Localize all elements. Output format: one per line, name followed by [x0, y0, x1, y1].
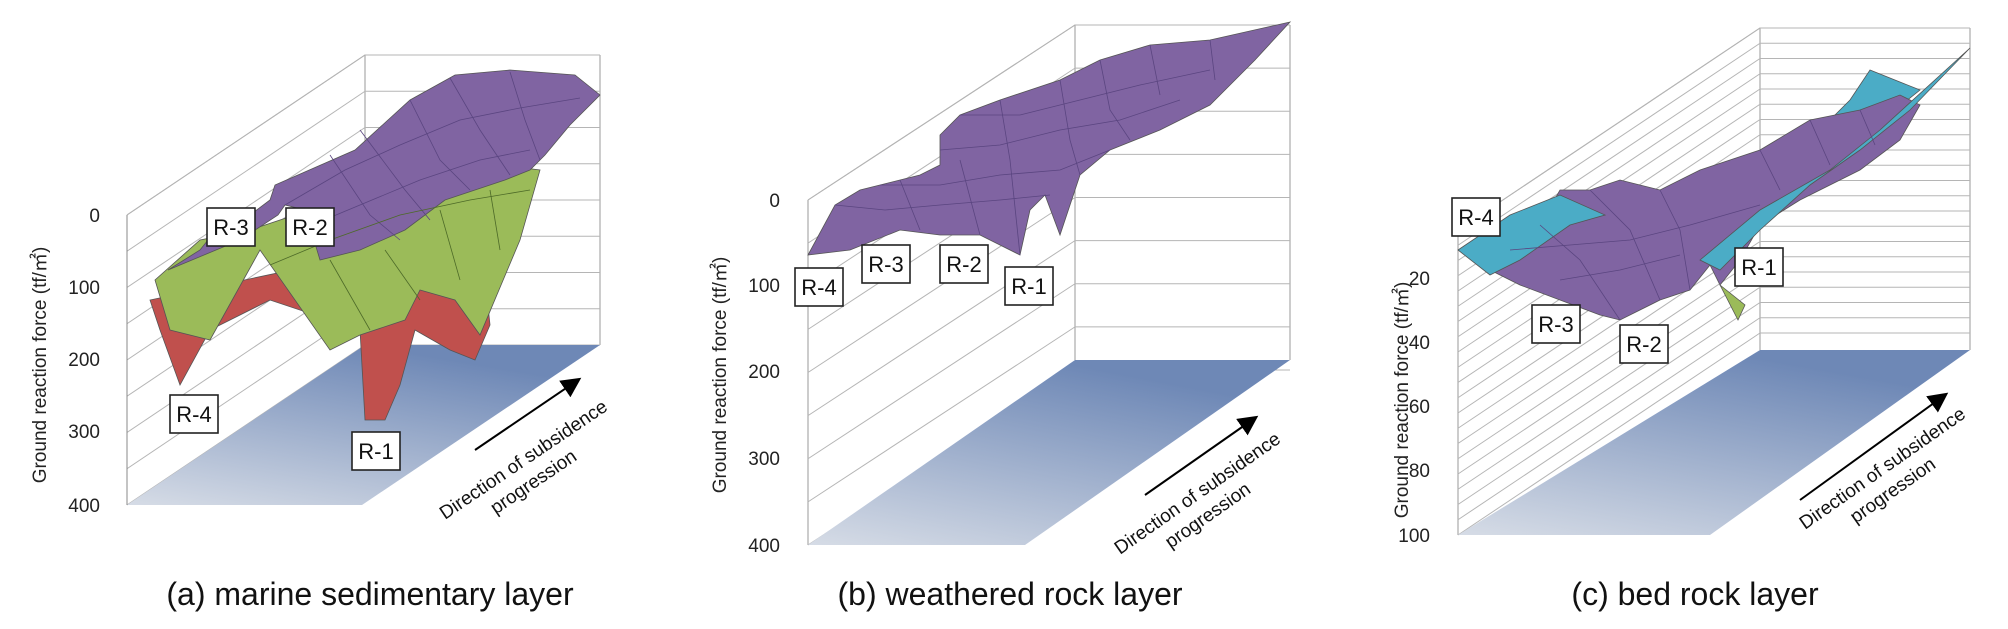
chart-b-label-r4: R-4 [801, 275, 836, 300]
chart-a-yticks: 0 100 200 300 400 [68, 206, 100, 517]
chart-b-floor [808, 360, 1290, 545]
chart-c-surface [1457, 47, 1971, 321]
chart-a-ytick-2: 200 [68, 350, 100, 371]
gridC-line [1457, 302, 1761, 505]
gridC-line [1457, 271, 1761, 475]
gridC-line [1457, 42, 1761, 246]
chart-b-ytick-1: 100 [748, 276, 780, 297]
chart-c-teal-left [1457, 194, 1607, 276]
chart-b-mesh [834, 39, 1216, 256]
chart-a-direction-arrow [474, 377, 582, 451]
chart-c-yticks: 20 40 60 80 100 [1398, 269, 1430, 547]
chart-a-ytick-3: 300 [68, 422, 100, 443]
chart-b-yticks: 0 100 200 300 400 [748, 191, 780, 557]
chart-c-green-spot [1719, 284, 1746, 321]
chart-c-floor [1458, 350, 1970, 535]
chart-c-direction-arrow [1799, 392, 1949, 501]
chart-b-surface [807, 21, 1292, 256]
gridC-line [1457, 286, 1761, 490]
chart-b-direction-arrow [1144, 415, 1259, 496]
gridB-line [807, 197, 1076, 373]
chart-b-labels: R-4 R-3 R-2 R-1 [794, 244, 1054, 307]
chart-c-teal-right [1699, 47, 1971, 271]
chart-c-ytick-20: 20 [1409, 269, 1430, 290]
chart-a-ytick-4: 400 [68, 496, 100, 517]
chart-c-labels: R-4 R-3 R-2 R-1 [1451, 197, 1784, 364]
chart-b-purple-layer [807, 21, 1292, 256]
chart-b: 0 100 200 300 400 Ground reaction force … [708, 21, 1292, 612]
gridC-line [1457, 256, 1761, 460]
chart-b-ylabel: Ground reaction force (tf/㎡) [708, 257, 731, 494]
chart-a-ylabel: Ground reaction force (tf/㎡) [28, 247, 51, 484]
chart-a-ytick-1: 100 [68, 278, 100, 299]
chart-a-label-r4: R-4 [176, 402, 211, 427]
gridC-line [1457, 241, 1761, 444]
chart-b-label-r3: R-3 [868, 252, 903, 277]
chart-b-label-r1: R-1 [1011, 274, 1046, 299]
chart-a-label-r2: R-2 [292, 215, 327, 240]
chart-c-ytick-60: 60 [1409, 397, 1430, 418]
gridC-line [1457, 317, 1761, 521]
chart-b-ytick-0: 0 [769, 191, 780, 212]
chart-a-ytick-0: 0 [89, 206, 100, 227]
chart-b-ytick-2: 200 [748, 362, 780, 383]
gridB-line [807, 24, 1076, 201]
chart-c-ylabel: Ground reaction force (tf/㎡) [1390, 282, 1413, 519]
chart-c-label-r2: R-2 [1626, 332, 1661, 357]
chart-c: 20 40 60 80 100 Ground reaction force (t… [1390, 27, 1971, 612]
chart-c-label-r4: R-4 [1458, 205, 1493, 230]
gridC-line [1457, 332, 1761, 536]
chart-a: 0 100 200 300 400 Ground reaction force … [28, 54, 612, 612]
chart-c-label-r3: R-3 [1538, 312, 1573, 337]
chart-b-ytick-3: 300 [748, 449, 780, 470]
chart-c-label-r1: R-1 [1741, 255, 1776, 280]
chart-b-caption: (b) weathered rock layer [837, 576, 1182, 612]
chart-c-ytick-80: 80 [1409, 461, 1430, 482]
chart-c-purple-layer [1459, 94, 1921, 321]
gridC-line [1457, 27, 1761, 231]
chart-c-caption: (c) bed rock layer [1571, 576, 1819, 612]
gridB-line [807, 283, 1076, 460]
chart-a-floor [127, 345, 600, 505]
chart-a-caption: (a) marine sedimentary layer [166, 576, 574, 612]
gridA-line [126, 90, 366, 252]
chart-a-labels: R-3 R-2 R-4 R-1 [169, 207, 401, 471]
chart-c-mesh [1509, 109, 1876, 321]
gridA-line [126, 54, 366, 216]
chart-c-ytick-40: 40 [1409, 333, 1430, 354]
chart-a-mesh-green [269, 189, 531, 331]
chart-b-ytick-4: 400 [748, 536, 780, 557]
chart-a-label-r1: R-1 [358, 439, 393, 464]
chart-c-ytick-100: 100 [1398, 526, 1430, 547]
chart-b-label-r2: R-2 [946, 252, 981, 277]
gridB-line [807, 326, 1076, 503]
chart-a-label-r3: R-3 [213, 215, 248, 240]
